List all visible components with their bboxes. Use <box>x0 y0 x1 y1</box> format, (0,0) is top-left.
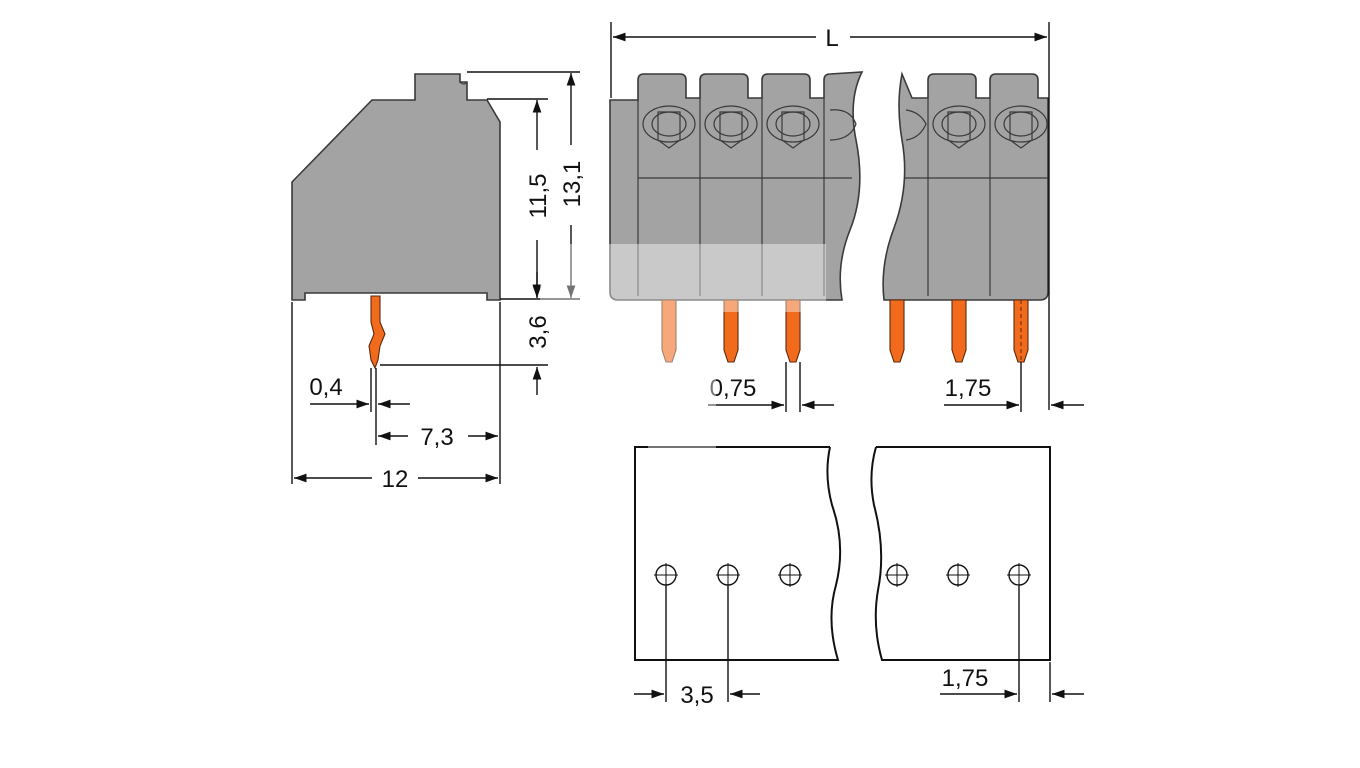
pcb-outline-right <box>870 446 1051 661</box>
dim-label-0-4: 0,4 <box>309 374 342 401</box>
front-housing-left <box>609 71 864 301</box>
dim-label-11-5: 11,5 <box>525 174 552 219</box>
push-button <box>704 105 758 143</box>
dim-label-0-75: 0,75 <box>710 375 757 402</box>
push-button <box>642 105 696 143</box>
front-pin <box>785 299 801 363</box>
dim-label-1-75-top: 1,75 <box>945 375 992 402</box>
push-button-slot <box>1009 111 1033 149</box>
push-buttons <box>642 105 1048 149</box>
push-button-slot <box>947 111 971 149</box>
pcb-outline-left <box>634 446 842 661</box>
dim-label-13-1: 13,1 <box>559 161 586 208</box>
dim-label-L: L <box>825 25 838 52</box>
push-button <box>766 105 820 143</box>
front-view: L 0,75 1,75 <box>609 22 1084 412</box>
dim-label-3-5: 3,5 <box>680 682 713 709</box>
front-pin <box>723 299 739 363</box>
side-housing <box>291 73 501 301</box>
push-button <box>932 105 986 143</box>
dim-label-7-3: 7,3 <box>420 424 453 451</box>
push-button-slot <box>719 111 743 149</box>
side-pin <box>368 295 386 370</box>
watermark-shape <box>540 244 826 524</box>
dim-label-1-75-bottom: 1,75 <box>942 665 989 692</box>
front-pin <box>951 299 967 363</box>
front-housing-right <box>882 71 1049 301</box>
front-pins <box>661 299 1029 363</box>
push-button-slot <box>657 111 681 149</box>
push-button <box>994 105 1048 143</box>
dim-label-3-6: 3,6 <box>525 315 552 348</box>
watermark-shape-part <box>648 312 716 524</box>
side-latch-notch <box>459 81 468 85</box>
push-button-slot <box>781 111 805 149</box>
side-view: 11,5 13,1 3,6 0,4 7,3 12 <box>291 71 586 493</box>
pcb-holes <box>654 563 1031 587</box>
watermark-shape-part <box>540 244 826 312</box>
pcb-layout: 3,5 1,75 <box>634 446 1084 709</box>
push-button-partial <box>905 109 927 141</box>
dim-label-12: 12 <box>382 466 409 493</box>
front-pin <box>661 299 677 363</box>
front-pin <box>889 299 905 363</box>
push-button-partial <box>829 109 857 141</box>
